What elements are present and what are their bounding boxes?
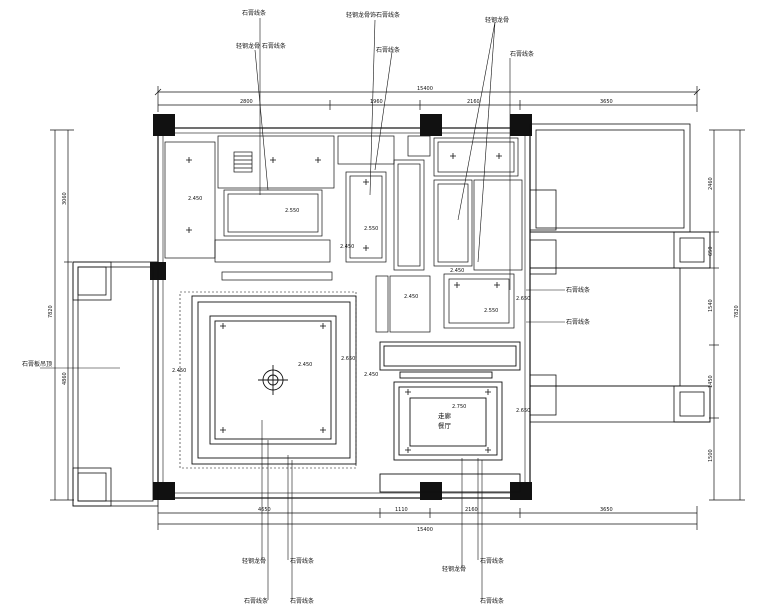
dim-bottom-seg-2: 1110 [395, 507, 408, 513]
callout-bottom-6: 石膏线条 [480, 557, 504, 565]
callout-bottom-4: 石膏线条 [290, 597, 314, 605]
callout-leaders [254, 18, 565, 600]
room-label-r10: 2.450 [298, 362, 312, 368]
room-label-r6: 2.550 [484, 308, 498, 314]
dim-top-seg-1: 2800 [240, 99, 253, 105]
dim-bottom-total: 15400 [417, 527, 433, 533]
callout-bottom-1: 轻钢龙骨 [242, 557, 266, 565]
room-label-r8: 2.650 [516, 296, 530, 302]
room-label-r7: 2.450 [404, 294, 418, 300]
dim-bottom-seg-4: 3650 [600, 507, 613, 513]
dim-right-total: 7820 [734, 305, 740, 318]
top-dimension-lines [154, 86, 701, 112]
living-room-ceiling [179, 291, 357, 469]
room-label-r14: 2.650 [516, 408, 530, 414]
room-label-r3: 2.550 [364, 226, 378, 232]
right-balcony [529, 123, 711, 423]
room-label-r13: 2.750 [452, 404, 466, 410]
dim-right-seg-2: 650 [708, 246, 714, 256]
dim-left-seg-1: 3060 [62, 192, 68, 205]
dim-right-seg-3: 1540 [708, 299, 714, 312]
dim-right-seg-5: 1500 [708, 449, 714, 462]
room-label-r12: 2.450 [364, 372, 378, 378]
wall-columns [150, 114, 532, 500]
center-label-2: 餐厅 [438, 421, 452, 430]
callout-right-1: 石膏线条 [566, 286, 590, 294]
light-fixtures [186, 153, 502, 453]
room-label-r4: 2.450 [340, 244, 354, 250]
room-upper-left [164, 135, 335, 281]
dim-top-seg-3: 2160 [467, 99, 480, 105]
callout-top-left-1: 石膏线条 [242, 9, 266, 17]
dim-right-seg-1: 2460 [708, 177, 714, 190]
room-label-r11: 2.650 [341, 356, 355, 362]
callout-top-right-2: 石膏线条 [510, 50, 534, 58]
bottom-dimension-lines [157, 506, 698, 530]
room-label-r5: 2.450 [450, 268, 464, 274]
dim-bottom-seg-3: 2160 [465, 507, 478, 513]
room-upper-right [433, 137, 523, 271]
room-label-r2: 2.550 [285, 208, 299, 214]
callout-bottom-7: 石膏线条 [480, 597, 504, 605]
left-dimension-lines [50, 129, 74, 501]
dim-right-seg-4: 1450 [708, 375, 714, 388]
dim-top-seg-2: 1960 [370, 99, 383, 105]
left-balcony [72, 261, 159, 507]
dim-bottom-seg-1: 4650 [258, 507, 271, 513]
callout-bottom-2: 石膏线条 [290, 557, 314, 565]
dining-room-ceiling [379, 341, 521, 493]
dim-left-total: 7820 [48, 305, 54, 318]
callout-top-mid-2: 石膏线条 [376, 46, 400, 54]
dim-left-seg-2: 4860 [62, 372, 68, 385]
callout-right-2: 石膏线条 [566, 318, 590, 326]
room-label-r9: 2.450 [172, 368, 186, 374]
room-middle-right [375, 273, 515, 333]
callout-top-right-1: 轻钢龙骨 [485, 16, 509, 24]
dim-top-total: 15400 [417, 86, 433, 92]
callout-bottom-3: 石膏线条 [244, 597, 268, 605]
callout-bottom-5: 轻钢龙骨 [442, 565, 466, 573]
callout-top-left-2: 轻钢龙骨 石膏线条 [236, 42, 286, 50]
dim-top-seg-4: 3650 [600, 99, 613, 105]
room-middle [337, 135, 431, 271]
center-label-1: 走廊 [438, 411, 452, 420]
callout-top-mid-1: 轻钢龙骨饰石膏线条 [346, 11, 400, 19]
right-dimension-lines [709, 129, 745, 501]
room-label-r1: 2.450 [188, 196, 202, 202]
callout-left-1: 石膏板吊顶 [22, 360, 52, 368]
